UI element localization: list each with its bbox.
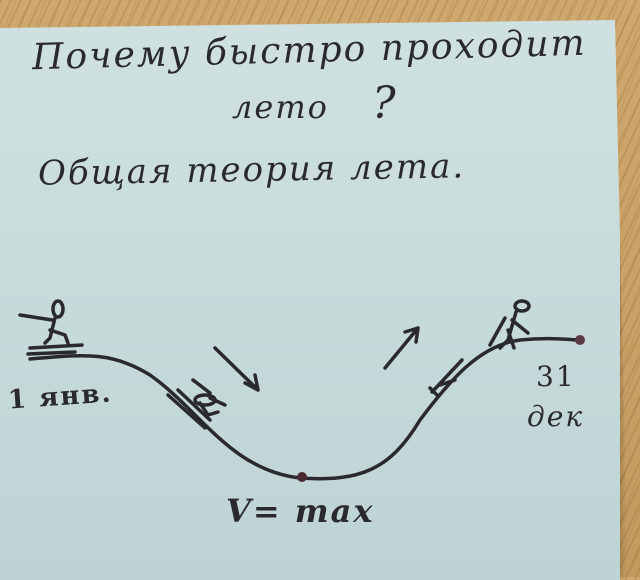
person-on-sled-icon <box>18 299 84 356</box>
question-mark: ? <box>372 78 398 129</box>
down-arrow-icon <box>213 346 260 392</box>
up-arrow-icon <box>383 326 420 370</box>
title-line-2: лето <box>232 88 329 126</box>
end-date-day-label: 31 <box>536 360 576 393</box>
sled-ascending-icon <box>428 358 464 397</box>
sticky-note <box>0 20 620 580</box>
sled-rider-descending-icon <box>166 378 227 430</box>
minimum-point-marker <box>297 472 307 482</box>
end-date-month-label: дек <box>527 400 585 433</box>
person-walking-uphill-icon <box>488 299 531 350</box>
end-point-marker <box>575 335 585 345</box>
valley-curve <box>28 336 582 481</box>
velocity-max-label: V= max <box>226 492 375 530</box>
